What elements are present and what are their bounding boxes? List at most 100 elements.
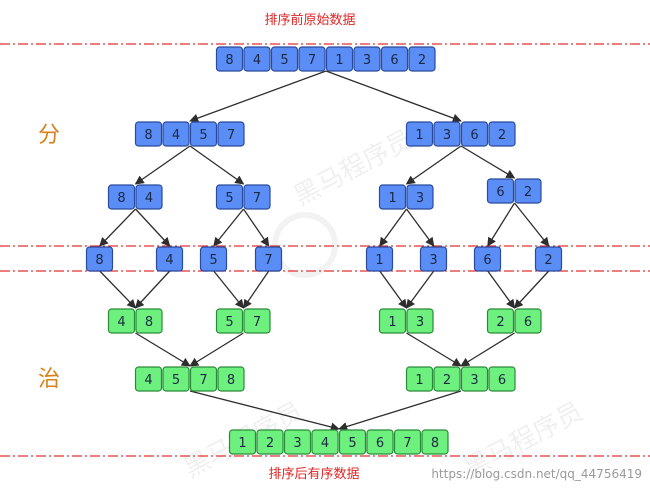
divide-label: 分 bbox=[38, 123, 60, 148]
array-cell bbox=[408, 46, 436, 72]
array-cell bbox=[486, 308, 515, 334]
arrow-s5-to-m1c bbox=[379, 270, 408, 309]
array-cell-value: 7 bbox=[308, 53, 316, 68]
array-cell-value: 6 bbox=[470, 128, 478, 143]
array-cell-value: 2 bbox=[418, 53, 426, 68]
array-cell-value: 7 bbox=[199, 373, 207, 388]
array-cell-value: 3 bbox=[416, 315, 424, 330]
array-cell bbox=[134, 366, 163, 392]
divide-array-s1: 8 bbox=[85, 246, 114, 272]
array-cell bbox=[189, 121, 218, 147]
array-cell bbox=[378, 308, 407, 334]
array-cell bbox=[135, 308, 163, 334]
divide-array-s2: 4 bbox=[155, 246, 184, 272]
array-cell-value: 2 bbox=[443, 373, 451, 388]
array-cell bbox=[270, 46, 299, 72]
array-cell bbox=[405, 121, 434, 147]
arrow-m1d-to-m2b bbox=[460, 332, 515, 367]
array-cell-value: 3 bbox=[293, 436, 301, 451]
array-cell-value: 5 bbox=[225, 315, 233, 330]
array-cell-value: 5 bbox=[280, 53, 288, 68]
array-cell bbox=[85, 246, 114, 272]
array-cell bbox=[199, 246, 228, 272]
array-cell bbox=[405, 366, 434, 392]
array-cell-value: 2 bbox=[544, 253, 552, 268]
array-cell bbox=[189, 366, 218, 392]
array-cell-value: 1 bbox=[375, 253, 383, 268]
array-cell-value: 4 bbox=[253, 53, 261, 68]
array-cell bbox=[243, 184, 271, 210]
array-cell bbox=[283, 429, 312, 455]
array-cell bbox=[433, 121, 461, 147]
array-cell-value: 6 bbox=[483, 253, 491, 268]
arrow-g1b-to-g2c bbox=[405, 145, 462, 185]
array-cell-value: 7 bbox=[227, 128, 235, 143]
array-cell bbox=[380, 46, 409, 72]
arrow-g2d-to-s8 bbox=[513, 202, 550, 247]
array-cell-value: 4 bbox=[144, 373, 152, 388]
arrow-m2b-to-final bbox=[338, 390, 462, 431]
array-cell bbox=[534, 246, 563, 272]
arrow-s6-to-m1c bbox=[405, 270, 435, 309]
array-cell-value: 5 bbox=[209, 253, 217, 268]
arrow-m1b-to-m2a bbox=[189, 332, 244, 367]
arrow-g2a-to-s1 bbox=[99, 208, 136, 247]
array-cell-value: 3 bbox=[363, 53, 371, 68]
array-cell-value: 3 bbox=[443, 128, 451, 143]
array-cell-value: 2 bbox=[524, 185, 532, 200]
arrow-m1c-to-m2b bbox=[406, 332, 462, 367]
arrow-s3-to-m1b bbox=[213, 270, 245, 309]
array-cell bbox=[353, 46, 381, 72]
array-cell-value: 5 bbox=[199, 128, 207, 143]
divide-array-s8: 2 bbox=[534, 246, 563, 272]
arrow-g2b-to-s3 bbox=[213, 208, 245, 247]
header-label: 排序前原始数据 bbox=[264, 12, 355, 28]
array-cell-value: 7 bbox=[264, 253, 272, 268]
array-cell-value: 4 bbox=[165, 253, 173, 268]
arrow-g2c-to-s6 bbox=[405, 208, 435, 247]
arrow-g1a-to-g2a bbox=[134, 145, 191, 185]
watermark-url: https://blog.csdn.net/qq_44756419 bbox=[431, 467, 642, 481]
array-cell-value: 4 bbox=[321, 436, 329, 451]
array-cell bbox=[393, 429, 422, 455]
array-cell-value: 5 bbox=[225, 191, 233, 206]
array-cell bbox=[406, 308, 434, 334]
array-cell-value: 6 bbox=[496, 185, 504, 200]
array-cell-value: 4 bbox=[172, 128, 180, 143]
array-cell-value: 2 bbox=[266, 436, 274, 451]
divide-array-s4: 7 bbox=[254, 246, 283, 272]
arrows bbox=[99, 70, 550, 432]
array-cell bbox=[514, 308, 542, 334]
array-cell bbox=[134, 121, 163, 147]
array-cell bbox=[406, 184, 434, 210]
array-cell-value: 2 bbox=[498, 128, 506, 143]
array-cell-value: 7 bbox=[253, 315, 261, 330]
footer-label: 排序后有序数据 bbox=[268, 467, 359, 482]
arrow-m1a-to-m2a bbox=[135, 332, 191, 367]
array-cell bbox=[338, 429, 367, 455]
array-cell bbox=[107, 308, 136, 334]
array-cell-value: 2 bbox=[496, 315, 504, 330]
array-cell bbox=[162, 366, 190, 392]
array-cell bbox=[217, 121, 245, 147]
arrow-s7-to-m1d bbox=[487, 270, 516, 309]
array-cell bbox=[254, 246, 283, 272]
array-cell bbox=[215, 184, 244, 210]
array-cell bbox=[228, 429, 257, 455]
array-cell bbox=[419, 246, 448, 272]
array-cell bbox=[514, 178, 542, 204]
array-cell bbox=[155, 246, 184, 272]
arrow-g2d-to-s7 bbox=[487, 202, 516, 247]
array-cell bbox=[473, 246, 502, 272]
array-cell-value: 7 bbox=[403, 436, 411, 451]
divide-array-s7: 6 bbox=[473, 246, 502, 272]
